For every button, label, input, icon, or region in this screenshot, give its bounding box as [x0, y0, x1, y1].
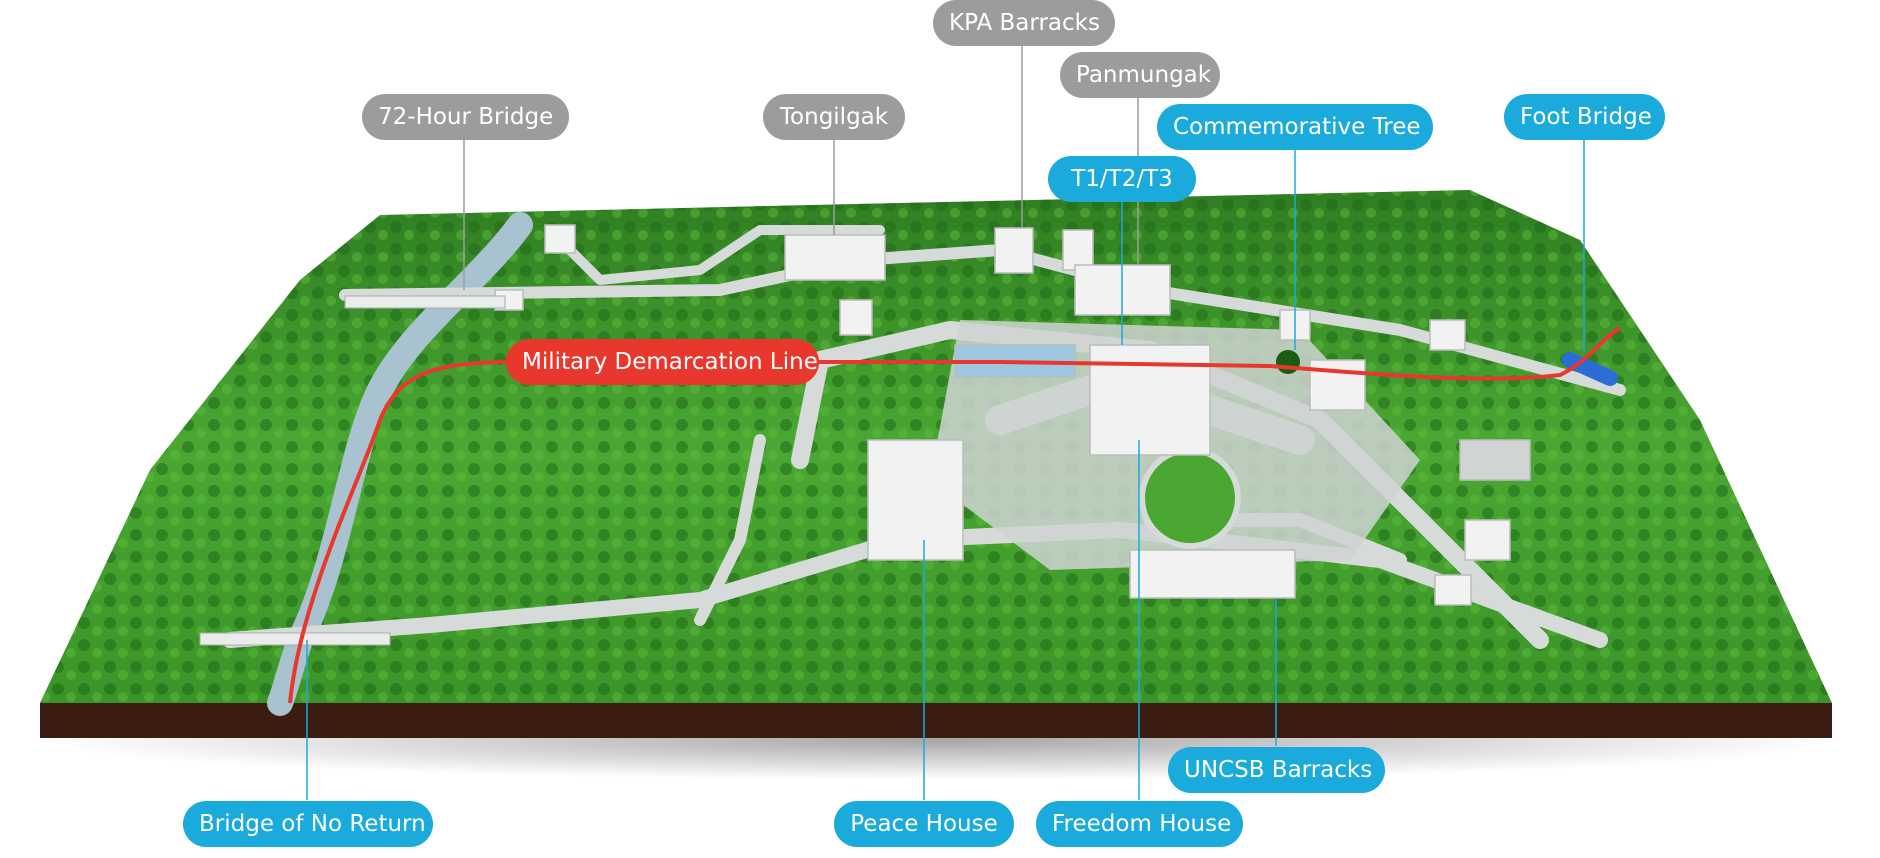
label-foot-bridge: Foot Bridge — [1504, 94, 1665, 140]
label-leaders — [306, 44, 1585, 800]
peace-house-building — [867, 439, 964, 561]
72-hour-bridge-model — [344, 295, 506, 309]
checkpoint-building-2 — [839, 299, 873, 336]
label-bridge-of-no-return: Bridge of No Return — [183, 801, 433, 847]
freedom-house-building — [1089, 344, 1211, 456]
label-commemorative-tree: Commemorative Tree — [1157, 104, 1433, 150]
label-tongilgak: Tongilgak — [763, 94, 905, 140]
checkpoint-building-4 — [1429, 319, 1466, 351]
tongilgak-building — [784, 234, 886, 281]
model-base-side — [40, 703, 1832, 738]
uncsb-barracks-building — [1129, 549, 1296, 599]
label-uncsb-barracks: UNCSB Barracks — [1168, 747, 1385, 793]
bridge-of-no-return-model — [199, 632, 391, 646]
checkpoint-building-5 — [1309, 359, 1366, 411]
kpa-barracks-building-2 — [1062, 229, 1094, 271]
house-west-1 — [544, 224, 576, 254]
label-freedom-house: Freedom House — [1036, 801, 1243, 847]
kpa-barracks-building — [994, 227, 1034, 274]
label-military-demarcation-line: Military Demarcation Line — [506, 339, 819, 385]
circular-garden — [1139, 447, 1241, 549]
house-east-2 — [1434, 574, 1472, 606]
label-panmungak: Panmungak — [1060, 52, 1220, 98]
house-east-1 — [1464, 519, 1511, 561]
commemorative-tree-model — [1276, 350, 1300, 374]
label-peace-house: Peace House — [834, 801, 1014, 847]
helipad — [1459, 439, 1531, 481]
label-kpa-barracks: KPA Barracks — [933, 0, 1115, 46]
label-72-hour-bridge: 72-Hour Bridge — [362, 94, 569, 140]
label-t1t2t3: T1/T2/T3 — [1048, 156, 1196, 202]
